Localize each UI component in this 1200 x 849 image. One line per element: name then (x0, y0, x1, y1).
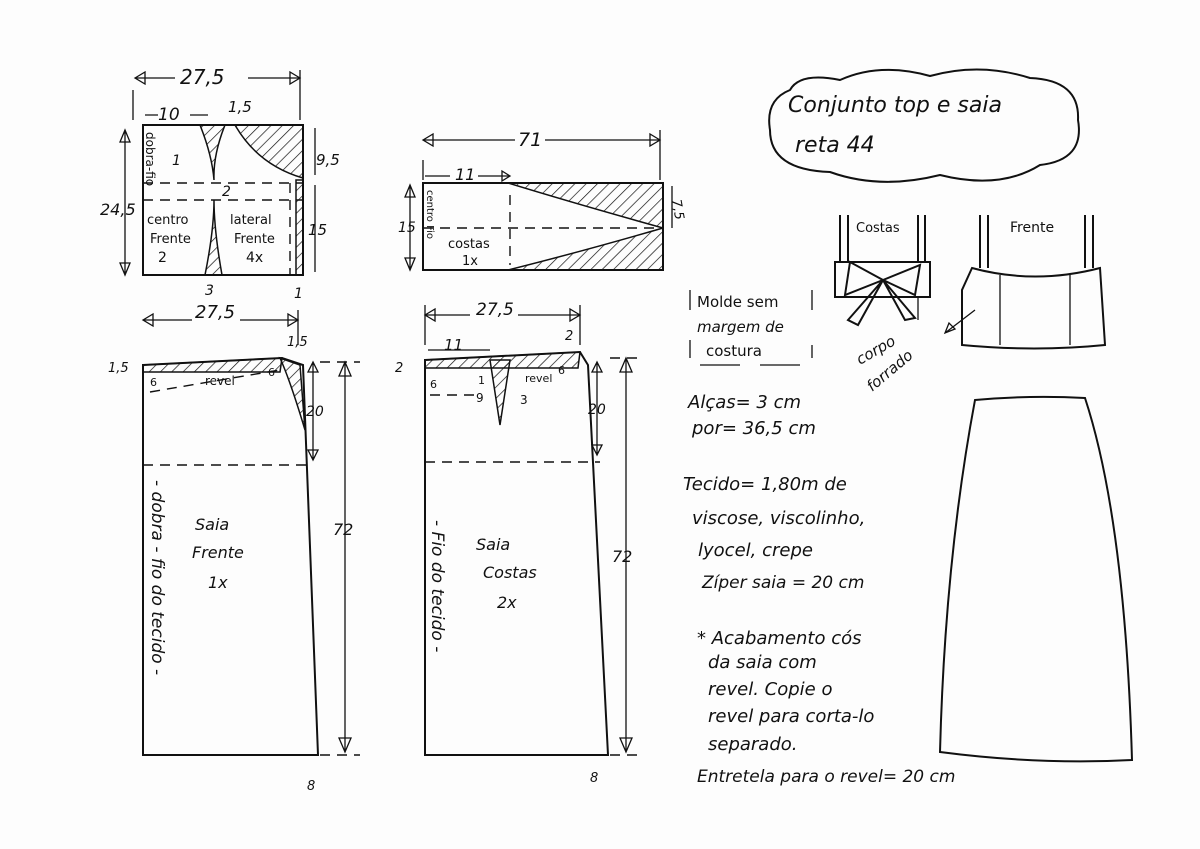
dim-left-width: 10 (158, 105, 180, 125)
dim-length: 72 (333, 520, 353, 539)
note-text: viscose, viscolinho, (692, 508, 865, 529)
note-text: lyocel, crepe (698, 540, 813, 561)
front-bodice-piece: 27,5 10 1,5 24,5 9,5 15 2 3 1 1 dobra-fi… (100, 65, 340, 302)
front-skirt-piece: 27,5 1,5 1,5 6 6 revel 20 72 8 Saia Fren… (108, 302, 360, 794)
dim-one-a: 1 (172, 153, 181, 169)
top-back-sketch: Costas (834, 215, 931, 327)
dim-left-top: 1,5 (108, 361, 129, 376)
piece-label: 2x (497, 593, 517, 612)
title-line-2: reta 44 (795, 133, 875, 158)
dim-right-top: 2 (565, 329, 573, 344)
piece-label: lateral (230, 213, 272, 228)
dim-dart-3: 3 (520, 393, 528, 407)
dim-hip: 20 (306, 404, 324, 420)
notes: Molde sem margem de costura Alças= 3 cm … (683, 290, 955, 787)
note-text: revel. Copie o (708, 679, 832, 700)
revel-label: revel (525, 372, 552, 385)
grain-label: - Fio do tecido - (427, 520, 447, 652)
revel-label: revel (205, 374, 235, 388)
dim-hem: 8 (590, 771, 598, 786)
fold-label: centro Fio (424, 190, 435, 239)
dim-six: 6 (150, 376, 157, 389)
back-skirt-piece: 27,5 2 2 11 6 6 revel 1 9 3 20 72 8 Saia… (395, 300, 640, 786)
dim-dart-length: 9 (476, 391, 484, 405)
top-front-sketch: Frente corpo forrado (853, 215, 1107, 395)
dim-right: 7,5 (668, 198, 686, 221)
piece-label: Frente (192, 543, 244, 562)
piece-label: 1x (208, 573, 228, 592)
dim-length: 72 (612, 547, 632, 566)
note-text: margem de (697, 318, 784, 336)
note-text: Zíper saia = 20 cm (701, 573, 864, 593)
dim-hem: 8 (307, 779, 315, 794)
fold-label: - dobra - fio do tecido - (147, 480, 167, 675)
dim-width: 27,5 (180, 65, 225, 89)
note-text: separado. (708, 734, 798, 755)
piece-label: Saia (476, 535, 510, 554)
dim-six: 6 (430, 378, 437, 391)
dim-gap: 2 (222, 184, 231, 200)
piece-label: 4x (246, 250, 263, 266)
dim-right-top: 1,5 (287, 335, 308, 350)
dim-height: 24,5 (100, 200, 136, 219)
note-text: Molde sem (697, 293, 778, 311)
dim-hip: 20 (588, 402, 606, 418)
piece-label: costas (448, 237, 490, 252)
dim-six: 6 (268, 366, 275, 379)
piece-label: Frente (234, 232, 275, 247)
note-text: da saia com (708, 652, 817, 673)
dim-width: 27,5 (195, 302, 235, 323)
dim-one-b: 1 (294, 286, 303, 302)
dim-width: 27,5 (476, 300, 514, 320)
dim-height: 15 (398, 220, 416, 236)
piece-label: Frente (150, 232, 191, 247)
piece-label: Saia (195, 515, 229, 534)
skirt-sketch (938, 395, 1134, 763)
note-text: Tecido= 1,80m de (683, 474, 847, 495)
dim-left-top: 2 (395, 361, 403, 376)
back-bodice-piece: 71 11 15 7,5 centro Fio costas 1x (398, 129, 686, 272)
dim-width: 71 (518, 129, 542, 151)
title-cloud: Conjunto top e saia reta 44 (768, 68, 1080, 183)
dim-side-height: 15 (308, 221, 327, 239)
fold-label: dobra-fio (143, 132, 157, 186)
dim-dart: 1,5 (228, 98, 252, 116)
dim-dart-width: 1 (478, 374, 485, 387)
note-text: Alças= 3 cm (687, 392, 801, 413)
dim-bottom-gap: 3 (205, 283, 214, 299)
note-text: Entretela para o revel= 20 cm (697, 767, 955, 787)
note-text: costura (706, 342, 762, 360)
note-text: revel para corta-lo (708, 706, 874, 727)
piece-label: 2 (158, 250, 167, 266)
dim-left: 11 (444, 336, 463, 354)
piece-label: 1x (462, 254, 478, 269)
title-line-1: Conjunto top e saia (788, 93, 1002, 118)
dim-left: 11 (455, 165, 475, 184)
front-label: Frente (1010, 220, 1054, 236)
back-label: Costas (856, 221, 900, 236)
note-text: * Acabamento cós (697, 628, 862, 649)
piece-label: Costas (483, 563, 537, 582)
dim-side-drop: 9,5 (316, 151, 340, 169)
dim-six: 6 (558, 364, 565, 377)
note-text: por= 36,5 cm (691, 418, 816, 439)
piece-label: centro (147, 213, 189, 228)
